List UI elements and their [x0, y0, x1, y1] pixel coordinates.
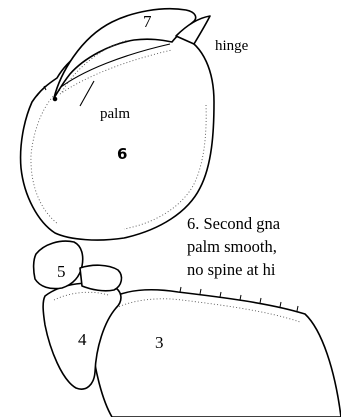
segment-6: [21, 33, 214, 240]
hinge-label: hinge: [215, 38, 249, 54]
segment-4-label: 4: [78, 330, 87, 349]
segment-7-label: 7: [143, 12, 152, 31]
segment-5-label: 5: [57, 262, 66, 281]
palm-label: palm: [100, 106, 130, 122]
caption-clip: [336, 205, 341, 285]
segment-3-label: 3: [155, 333, 164, 352]
caption-line-2: palm smooth,: [187, 237, 277, 256]
segment-3: [92, 287, 341, 417]
caption-line-3: no spine at hi: [187, 260, 276, 279]
segment-6-label: 6: [117, 145, 127, 163]
caption-line-1: 6. Second gna: [187, 214, 281, 233]
